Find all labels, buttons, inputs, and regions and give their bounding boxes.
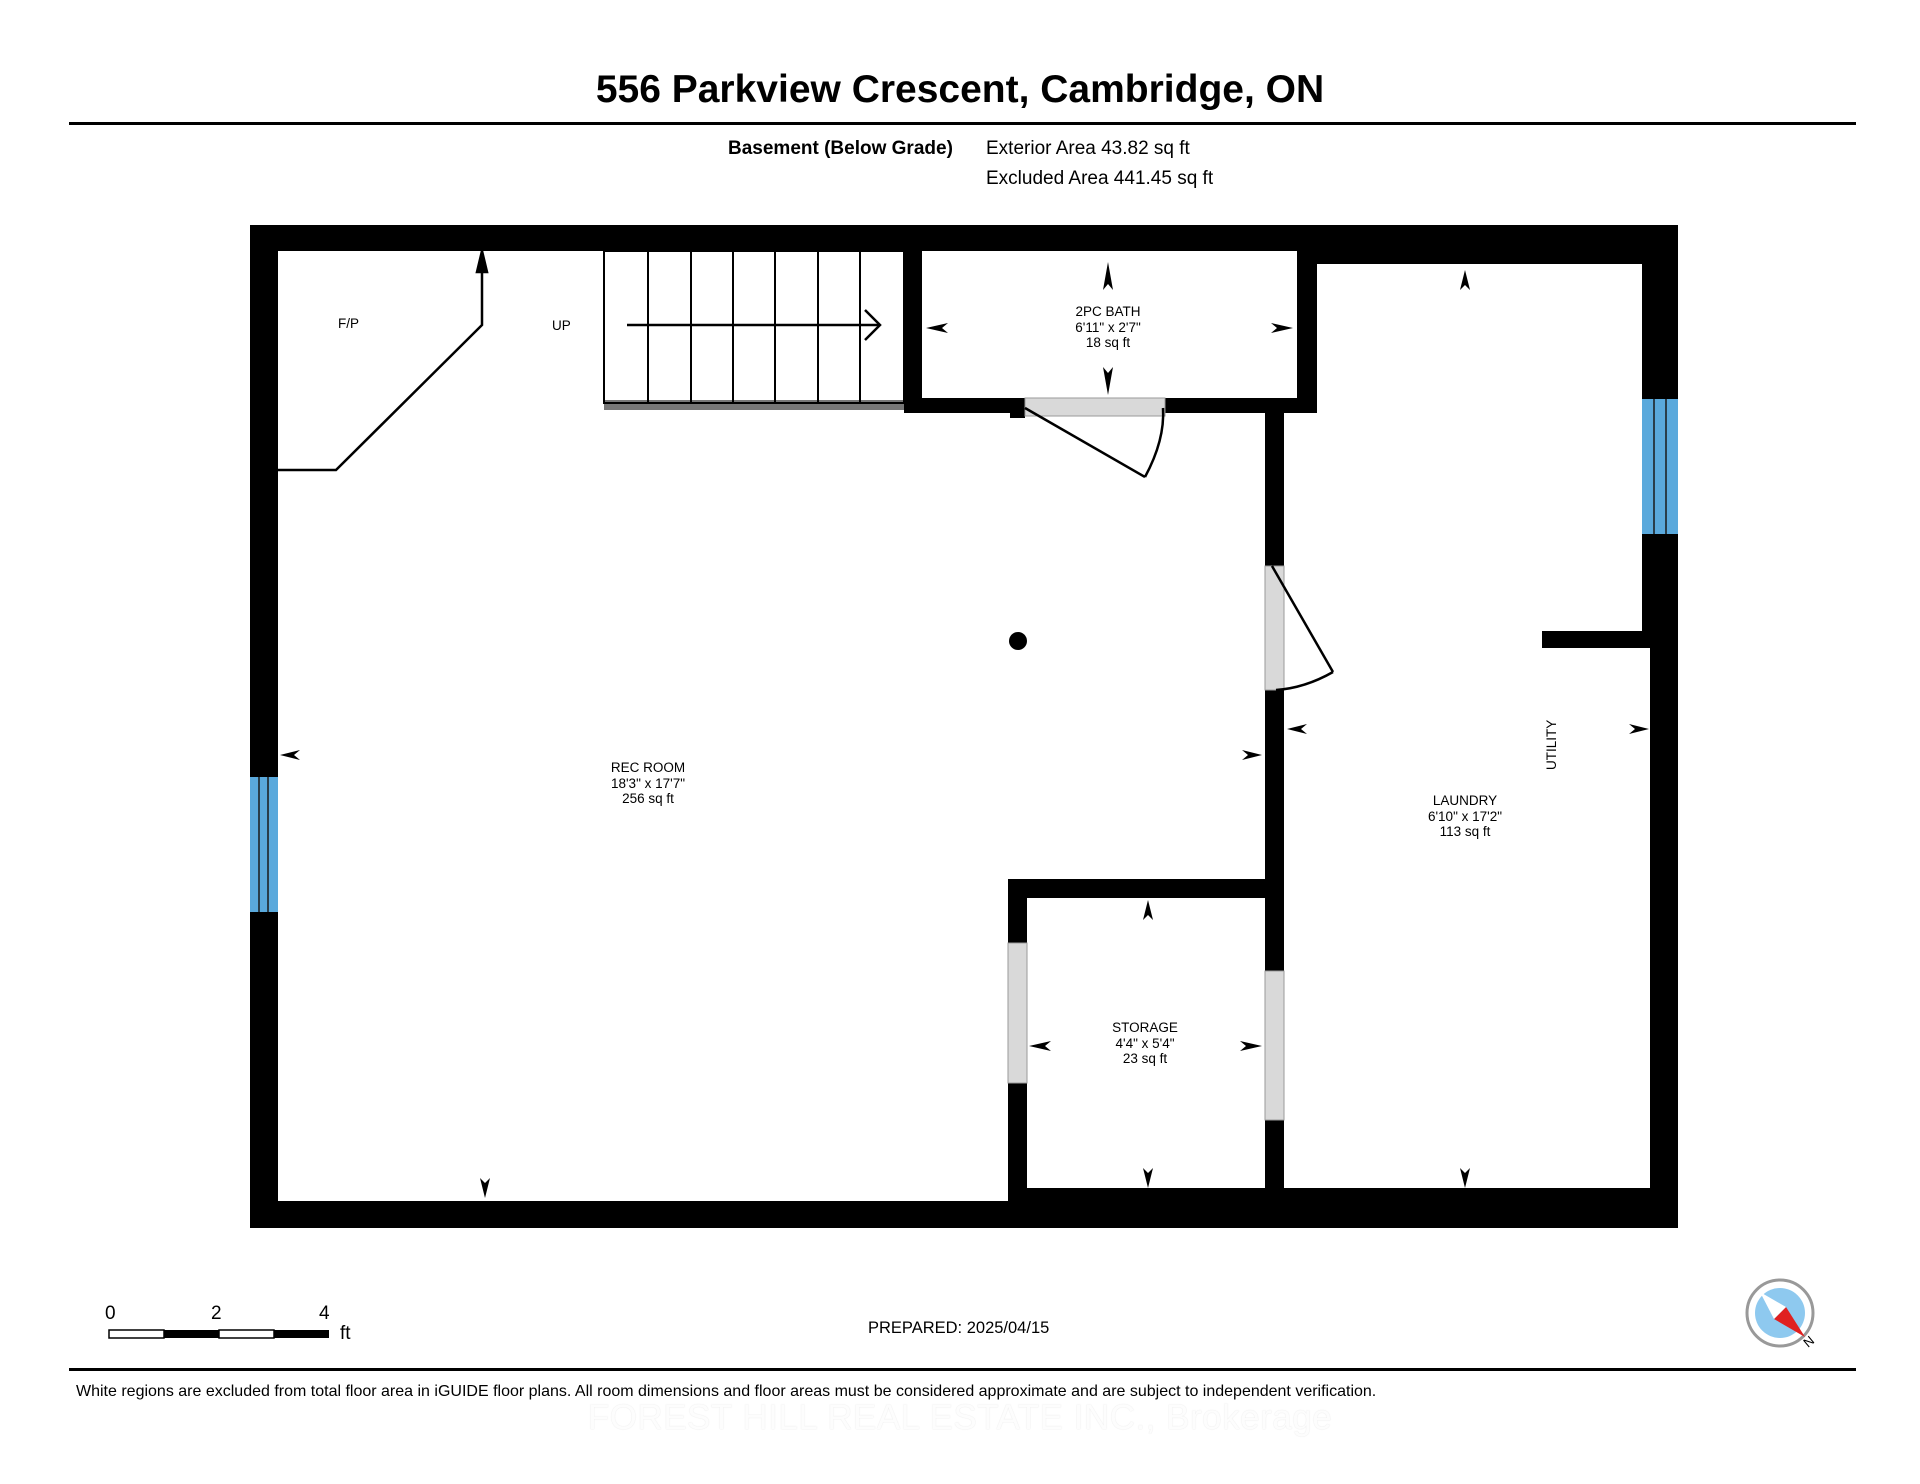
wall-storage-bottom <box>1027 1188 1667 1202</box>
window-rec-left <box>250 777 278 912</box>
fireplace-outline <box>278 250 489 472</box>
wall-storage-left-lower <box>1008 1083 1027 1228</box>
wall-partition-lower <box>1265 1120 1284 1205</box>
room-area: 113 sq ft <box>1439 824 1491 839</box>
room-name: STORAGE <box>1112 1020 1178 1035</box>
stair-bottom-edge <box>604 400 904 410</box>
room-dims: 18'3" x 17'7" <box>610 775 686 791</box>
wall-bath-door-stub <box>1010 398 1025 418</box>
room-name: REC ROOM <box>610 760 686 775</box>
floor-label: Basement (Below Grade) <box>728 138 953 159</box>
wall-partition-middle <box>1265 690 1284 971</box>
wall-left <box>250 225 278 1228</box>
wall-top <box>250 225 1678 251</box>
room-area: 256 sq ft <box>622 791 674 806</box>
wall-utility-stub <box>1542 631 1660 648</box>
door-leaf-laundry <box>1270 565 1335 673</box>
room-name: 2PC BATH <box>1075 304 1141 319</box>
wall-bath-right <box>1297 225 1317 413</box>
brokerage-watermark: FOREST HILL REAL ESTATE INC., Brokerage <box>587 1398 1333 1437</box>
excluded-area: Excluded Area 441.45 sq ft <box>986 168 1214 189</box>
door-arc-laundry <box>1275 670 1334 692</box>
windows <box>250 399 1678 912</box>
stairs <box>603 250 905 404</box>
wall-partition-upper <box>1265 413 1284 566</box>
wall-storage-left-upper <box>1008 879 1027 943</box>
room-area: 23 sq ft <box>1122 1051 1168 1066</box>
room-bath: 2PC BATH 6'11" x 2'7" 18 sq ft <box>1048 304 1168 351</box>
compass-icon <box>1745 1278 1815 1348</box>
door-arc-bath <box>1143 407 1165 478</box>
scale-tick-0: 0 <box>105 1303 116 1324</box>
room-laundry: LAUNDRY 6'10" x 17'2" 113 sq ft <box>1405 793 1525 840</box>
room-dims: 6'11" x 2'7" <box>1075 319 1141 335</box>
wall-storage-top <box>1008 879 1284 898</box>
scale-tick-4: 4 <box>319 1303 330 1324</box>
support-column <box>1009 632 1027 650</box>
door-gap-laundry <box>1264 565 1285 691</box>
page-title: 556 Parkview Crescent, Cambridge, ON <box>595 68 1325 111</box>
exterior-area: Exterior Area 43.82 sq ft <box>986 138 1190 159</box>
scale-tick-2: 2 <box>211 1303 222 1324</box>
fireplace-label: F/P <box>338 316 360 331</box>
wall-laundry-top <box>1297 251 1678 264</box>
door-swings <box>1024 406 1335 692</box>
room-dims: 4'4" x 5'4" <box>1115 1035 1175 1051</box>
scale-unit: ft <box>340 1323 351 1344</box>
room-area: 18 sq ft <box>1085 335 1131 350</box>
disclaimer: White regions are excluded from total fl… <box>76 1383 1377 1400</box>
door-gap-storage-right <box>1264 970 1285 1121</box>
room-storage: STORAGE 4'4" x 5'4" 23 sq ft <box>1085 1020 1205 1067</box>
window-laundry-right <box>1642 399 1678 534</box>
walls <box>250 225 1678 1228</box>
door-gap-storage-left <box>1007 942 1028 1084</box>
wall-utility-right <box>1651 646 1678 1228</box>
prepared-date: PREPARED: 2025/04/15 <box>868 1319 1050 1337</box>
door-leaf-bath <box>1024 406 1146 479</box>
utility-label: UTILITY <box>1544 719 1559 770</box>
footer-rule <box>69 1368 1856 1371</box>
room-name: LAUNDRY <box>1432 793 1498 808</box>
dimension-arrows <box>280 262 1649 1198</box>
header-rule <box>69 122 1856 125</box>
door-openings <box>1007 397 1285 1121</box>
stairs-up-label: UP <box>552 318 571 333</box>
wall-bath-left <box>904 225 922 410</box>
room-rec-room: REC ROOM 18'3" x 17'7" 256 sq ft <box>588 760 708 807</box>
room-dims: 6'10" x 17'2" <box>1427 808 1503 824</box>
door-gap-bath <box>1024 397 1166 417</box>
wall-bottom <box>250 1201 1678 1228</box>
scale-bar <box>108 1329 329 1339</box>
